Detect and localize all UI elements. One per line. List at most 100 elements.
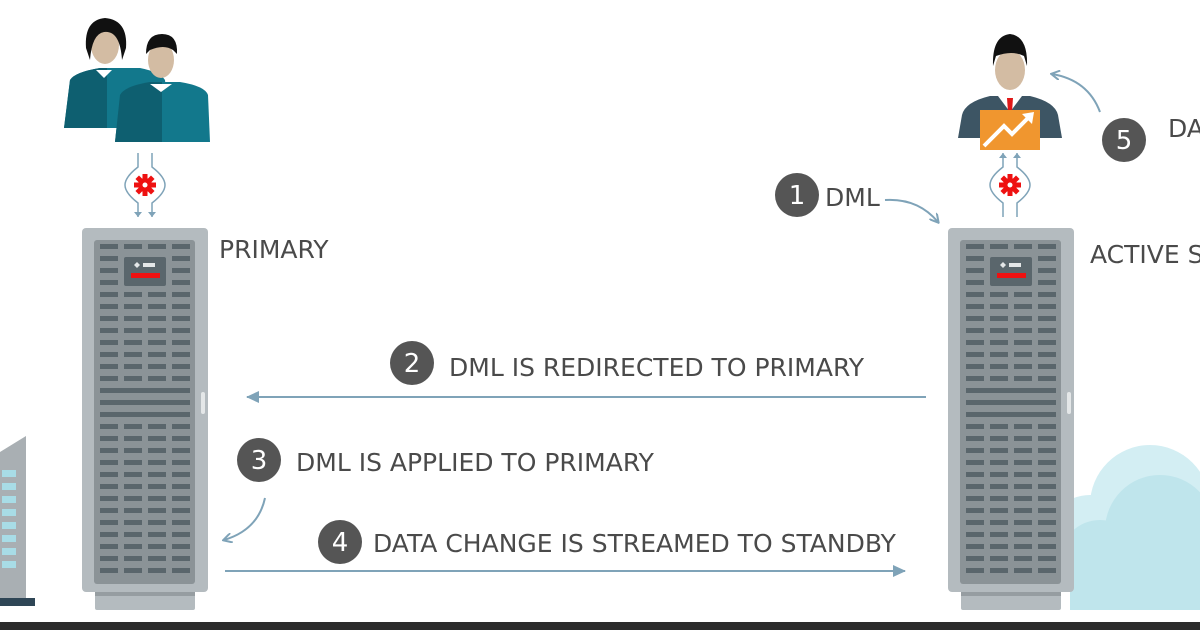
rack-slot <box>966 484 984 489</box>
step-1-text: DML <box>825 183 880 212</box>
building-window <box>2 470 16 477</box>
rack-slot <box>990 448 1008 453</box>
rack-slot <box>100 316 118 321</box>
rack-slot <box>172 472 190 477</box>
rack-slot <box>966 280 984 285</box>
rack-slot <box>172 496 190 501</box>
rack-slot <box>172 280 190 285</box>
rack-slot <box>148 304 166 309</box>
rack-slot <box>966 244 984 249</box>
rack-slot <box>966 352 984 357</box>
step-3-text: DML IS APPLIED TO PRIMARY <box>296 448 655 477</box>
rack-slot <box>990 304 1008 309</box>
rack-slot <box>1038 304 1056 309</box>
rack-slot <box>966 556 984 561</box>
rack-slot <box>172 424 190 429</box>
rack-slot <box>172 460 190 465</box>
rack-slot <box>124 460 142 465</box>
rack-slot <box>1014 352 1032 357</box>
step-2: 2 DML IS REDIRECTED TO PRIMARY <box>246 341 926 403</box>
rack-slot <box>100 556 118 561</box>
rack-display <box>124 257 166 286</box>
step-3-arrow <box>224 497 266 540</box>
building-window <box>2 483 16 490</box>
rack-slot <box>990 484 1008 489</box>
rack-slot <box>1038 436 1056 441</box>
rack-slot <box>1038 364 1056 369</box>
building-window <box>2 522 16 529</box>
rack-slot <box>1014 364 1032 369</box>
rack-slot <box>966 340 984 345</box>
rack-slot <box>1038 424 1056 429</box>
rack-slot <box>100 364 118 369</box>
rack-slot <box>100 424 118 429</box>
rack-slot <box>172 532 190 537</box>
rack-slot <box>990 544 1008 549</box>
rack-slot <box>172 448 190 453</box>
rack-slot <box>148 460 166 465</box>
building-window <box>2 535 16 542</box>
primary-label: PRIMARY <box>219 235 329 264</box>
rack-slot <box>966 472 984 477</box>
step-3-number: 3 <box>251 446 268 476</box>
rack-slot <box>1014 532 1032 537</box>
rack-slot <box>1014 472 1032 477</box>
rack-slot <box>100 448 118 453</box>
step-4: 4 DATA CHANGE IS STREAMED TO STANDBY <box>225 520 906 577</box>
rack-slot <box>124 556 142 561</box>
rack-slot <box>966 388 1056 393</box>
rack-slot <box>1038 448 1056 453</box>
rack-slot <box>1038 340 1056 345</box>
gear-icon <box>989 153 1031 217</box>
rack-slot <box>990 244 1008 249</box>
rack-slot <box>148 448 166 453</box>
rack-slot <box>966 328 984 333</box>
rack-slot <box>990 376 1008 381</box>
rack-slot <box>966 448 984 453</box>
rack-slot <box>100 352 118 357</box>
building-window <box>2 561 16 568</box>
rack-slot <box>100 340 118 345</box>
rack-slot <box>1038 532 1056 537</box>
rack-display <box>990 257 1032 286</box>
rack-slot <box>990 424 1008 429</box>
rack-slot <box>148 424 166 429</box>
rack-slot <box>124 532 142 537</box>
rack-slot <box>172 520 190 525</box>
rack-slot <box>966 412 1056 417</box>
rack-slot <box>100 244 118 249</box>
rack-slot <box>1038 544 1056 549</box>
rack-slot <box>172 364 190 369</box>
rack-slot <box>100 304 118 309</box>
rack-status-light <box>131 273 160 278</box>
arrowhead <box>134 212 142 217</box>
rack-slot <box>990 292 1008 297</box>
rack-slot <box>100 388 190 393</box>
rack-slot <box>1038 316 1056 321</box>
rack-slot <box>966 436 984 441</box>
rack-slot <box>990 556 1008 561</box>
rack-slot <box>124 568 142 573</box>
building-window <box>2 496 16 503</box>
rack-slot <box>172 340 190 345</box>
rack-slot <box>100 280 118 285</box>
step-5-text: DA <box>1168 114 1200 143</box>
rack-slot <box>990 532 1008 537</box>
step-5-number: 5 <box>1116 126 1133 156</box>
rack-slot <box>172 268 190 273</box>
arrowhead <box>1013 153 1021 158</box>
rack-slot <box>1014 484 1032 489</box>
rack-slot <box>100 532 118 537</box>
users-icon <box>64 18 210 142</box>
rack-slot <box>966 424 984 429</box>
rack-slot <box>172 556 190 561</box>
rack-slot <box>1038 496 1056 501</box>
rack-slot <box>124 508 142 513</box>
server-rack-icon <box>948 228 1074 610</box>
rack-slot <box>1014 304 1032 309</box>
rack-slot <box>1014 568 1032 573</box>
chart-up-icon <box>980 110 1040 150</box>
rack-slot <box>124 484 142 489</box>
arrowhead <box>999 153 1007 158</box>
rack-slot <box>966 532 984 537</box>
